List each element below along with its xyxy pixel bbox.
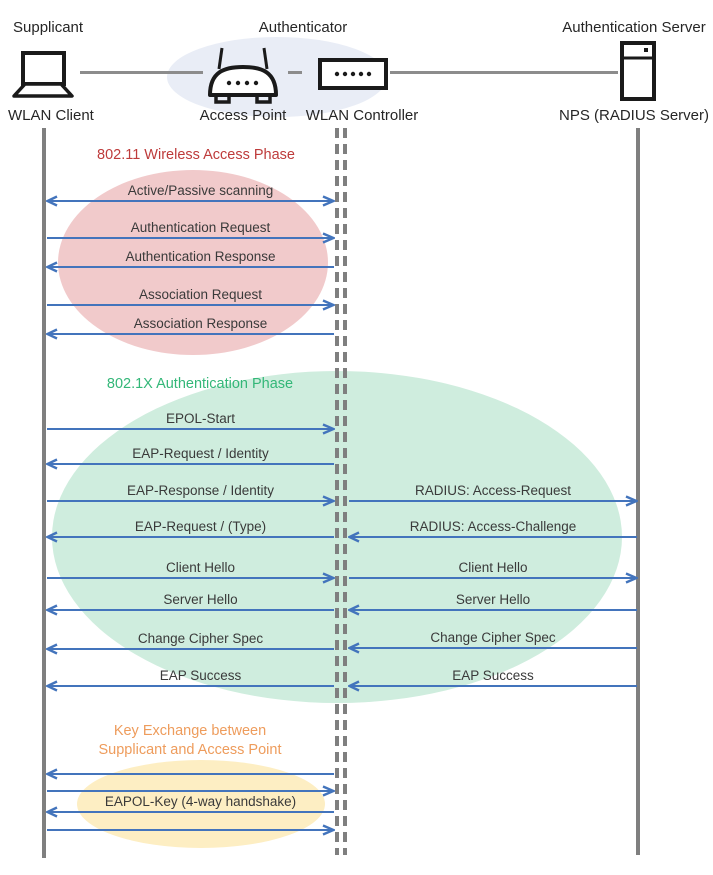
node-label-nps-server: NPS (RADIUS Server)	[558, 107, 710, 124]
phase-title-key-exchange-line1: Key Exchange between	[113, 723, 267, 739]
message-label: EAP Success	[452, 668, 534, 683]
server-lifeline	[636, 128, 640, 855]
controller-lifeline-dashed-1	[335, 128, 339, 855]
client-lifeline	[42, 128, 46, 858]
server-icon	[620, 41, 656, 101]
message-label: Server Hello	[455, 592, 531, 607]
message-arrow	[46, 680, 334, 692]
role-authentication-server: Authentication Server	[562, 19, 706, 36]
message-arrow	[46, 643, 334, 655]
message-arrow	[46, 261, 334, 273]
controller-to-server-link	[390, 71, 618, 74]
message-label: Authentication Request	[130, 220, 271, 235]
message-label: Client Hello	[165, 560, 236, 575]
message-label: Server Hello	[163, 592, 238, 607]
role-supplicant: Supplicant	[13, 19, 84, 36]
message-arrow	[47, 572, 335, 584]
message-arrow	[46, 768, 334, 780]
access-point-icon	[208, 47, 278, 104]
message-label: EAP-Response / Identity	[126, 483, 275, 498]
message-label: EAP Success	[159, 668, 242, 683]
client-to-ap-link	[80, 71, 203, 74]
message-label: RADIUS: Access-Challenge	[409, 519, 577, 534]
message-label: EAP-Request / (Type)	[134, 519, 267, 534]
message-arrow	[46, 328, 334, 340]
message-label: Authentication Response	[125, 249, 276, 264]
phase-title-key-exchange: Key Exchange between Supplicant and Acce…	[99, 722, 282, 760]
message-label: RADIUS: Access-Request	[414, 483, 572, 498]
message-arrow	[47, 423, 335, 435]
message-arrow	[46, 458, 334, 470]
message-label: Association Response	[133, 316, 268, 331]
phase-title-80211: 802.11 Wireless Access Phase	[97, 147, 295, 163]
phase-title-key-exchange-line2: Supplicant and Access Point	[98, 742, 282, 758]
message-arrow	[348, 680, 637, 692]
node-label-access-point: Access Point	[199, 107, 287, 124]
message-label: EPOL-Start	[165, 411, 236, 426]
message-label: Active/Passive scanning	[127, 183, 274, 198]
message-arrow	[348, 604, 637, 616]
message-arrow	[46, 806, 334, 818]
laptop-icon	[12, 51, 74, 98]
message-arrow	[47, 785, 335, 797]
message-arrow	[46, 531, 334, 543]
phase-title-8021x: 802.1X Authentication Phase	[106, 376, 294, 392]
ap-to-controller-link	[288, 71, 302, 74]
message-arrow	[348, 531, 637, 543]
message-arrow	[348, 642, 637, 654]
message-arrow	[47, 495, 335, 507]
message-arrow	[47, 824, 335, 836]
message-label: Change Cipher Spec	[430, 630, 556, 645]
node-label-wlan-controller: WLAN Controller	[305, 107, 419, 124]
role-authenticator: Authenticator	[258, 19, 348, 36]
message-arrow	[47, 299, 335, 311]
message-arrow	[47, 232, 335, 244]
message-label: EAP-Request / Identity	[132, 446, 269, 461]
message-arrow	[46, 195, 335, 207]
controller-lifeline-dashed-2	[343, 128, 347, 855]
message-arrow	[349, 572, 638, 584]
message-label: Association Request	[138, 287, 263, 302]
message-arrow	[349, 495, 638, 507]
message-label: EAPOL-Key (4-way handshake)	[104, 794, 297, 809]
message-label: Client Hello	[458, 560, 528, 575]
node-label-wlan-client: WLAN Client	[8, 107, 94, 124]
wlan-controller-icon	[318, 58, 388, 90]
message-arrow	[46, 604, 334, 616]
message-label: Change Cipher Spec	[137, 631, 264, 646]
